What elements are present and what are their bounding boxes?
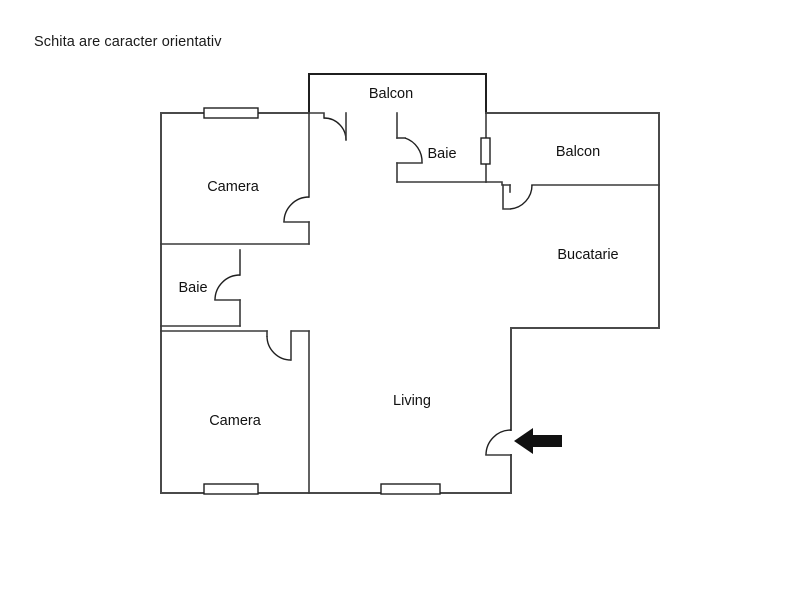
- entrance-arrow: [514, 428, 562, 454]
- room-label-camera-bottom: Camera: [209, 413, 262, 429]
- door-entrance: [485, 429, 512, 456]
- room-label-balcon-right: Balcon: [556, 144, 600, 160]
- door-balcon-top: [308, 112, 347, 141]
- door-camera-bottom: [266, 330, 292, 361]
- door-entrance-arc: [485, 429, 512, 456]
- wall-balcon-top: [308, 73, 487, 114]
- room-label-baie-top: Baie: [427, 146, 456, 162]
- room-label-balcon-top: Balcon: [369, 86, 413, 102]
- interior-partitions: [160, 112, 660, 494]
- door-baie-top-arc: [404, 137, 423, 164]
- door-baie-left-arc: [214, 274, 241, 301]
- page-title: Schita are caracter orientativ: [34, 34, 222, 50]
- entrance-arrow-glyph: [514, 428, 562, 454]
- room-label-camera-top: Camera: [207, 179, 260, 195]
- doors: [214, 112, 533, 456]
- door-baie-top: [396, 137, 423, 164]
- wall-baie-bucatarie-join: [485, 181, 511, 186]
- door-balcon-right-stop: [502, 184, 511, 210]
- wall-kitchen-bottom-living-right: [510, 327, 660, 431]
- room-label-bucatarie: Bucatarie: [557, 247, 618, 263]
- exterior-walls: [160, 73, 660, 494]
- door-balcon-right: [502, 184, 533, 210]
- door-baie-left: [214, 274, 241, 301]
- window-camera-bottom: [203, 483, 259, 495]
- room-labels: Balcon Camera Baie Balcon Bucatarie Baie…: [178, 86, 618, 429]
- room-label-living: Living: [393, 393, 431, 409]
- window-living: [380, 483, 441, 495]
- door-camera-bottom-arc: [266, 335, 292, 361]
- room-label-baie-left: Baie: [178, 280, 207, 296]
- door-balcon-top-jamb: [308, 112, 325, 119]
- door-camera-top-arc: [283, 196, 310, 223]
- door-camera-top: [283, 196, 310, 223]
- door-balcon-right-arc: [509, 184, 533, 210]
- door-balcon-top-arc: [323, 117, 347, 141]
- window-camera-top: [203, 107, 259, 119]
- window-baie-top: [480, 137, 491, 165]
- windows: [203, 107, 491, 495]
